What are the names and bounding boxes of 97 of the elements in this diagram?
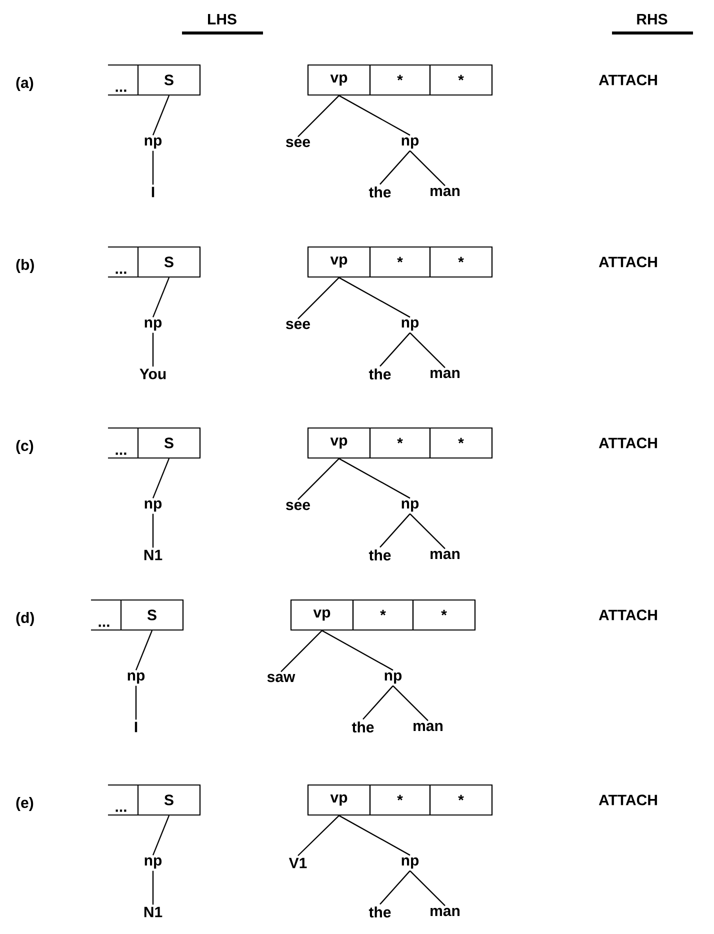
result-label: ATTACH (598, 610, 657, 620)
row-label: (e) (16, 797, 34, 811)
tree-branch (410, 332, 446, 368)
open-stack-cell: ... (108, 64, 138, 96)
tree-label: np (128, 672, 145, 684)
stack-cell: vp (307, 427, 371, 459)
tree-label: I (152, 186, 154, 198)
tree-label: np (402, 500, 419, 512)
tree-label: man (430, 908, 460, 916)
row-label: (d) (16, 612, 34, 626)
tree-branch (338, 277, 410, 318)
stack-cell: * (429, 246, 493, 278)
tree-branch (410, 870, 446, 906)
tree-label: np (384, 672, 402, 684)
tree-label: np (144, 500, 162, 512)
open-stack-cell: ... (108, 427, 138, 459)
tree-branch (298, 815, 340, 856)
tree-branch (362, 685, 394, 720)
tree-branch (380, 332, 410, 367)
tree-label: man (414, 722, 442, 732)
result-label: ATTACH (598, 74, 657, 86)
tree-branch (392, 685, 428, 722)
column-heading: RHS (637, 14, 668, 24)
result-label: ATTACH (598, 794, 657, 806)
stack-cell: S (137, 427, 201, 459)
tree-label: the (368, 368, 391, 380)
tree-branch (152, 870, 154, 905)
tree-branch (152, 458, 170, 498)
stack-cell: * (352, 599, 414, 631)
tree-branch (380, 870, 410, 905)
open-stack-cell: ... (108, 784, 138, 816)
tree-branch (298, 95, 340, 138)
tree-label: the (368, 549, 391, 560)
stack-cell: S (137, 64, 201, 96)
tree-label: the (368, 906, 391, 918)
tree-branch (338, 815, 410, 856)
stack-cell: * (369, 784, 431, 816)
tree-branch (322, 630, 394, 671)
tree-label: man (430, 370, 460, 378)
tree-label: np (402, 319, 419, 331)
tree-label: the (352, 721, 374, 732)
tree-branch (410, 150, 446, 186)
tree-branch (152, 514, 154, 548)
tree-branch (410, 513, 446, 550)
result-label: ATTACH (598, 256, 657, 268)
stack-cell: * (369, 64, 431, 96)
tree-branch (298, 458, 340, 500)
stack-cell: * (369, 427, 431, 459)
stack-cell: vp (307, 64, 371, 96)
row-label: (c) (16, 440, 34, 454)
open-stack-cell: ... (108, 246, 138, 278)
column-heading: LHS (208, 14, 236, 24)
stack-cell: vp (307, 784, 371, 816)
tree-label: np (144, 857, 162, 869)
tree-label: np (402, 857, 419, 869)
tree-label: V1 (288, 858, 307, 868)
tree-label: see (286, 320, 310, 330)
tree-branch (380, 513, 410, 548)
stack-cell: vp (307, 246, 371, 278)
tree-branch (338, 458, 410, 499)
tree-branch (152, 95, 170, 136)
tree-label: np (402, 137, 419, 149)
stack-cell: * (429, 427, 493, 459)
tree-branch (152, 150, 154, 185)
tree-label: see (286, 138, 310, 148)
tree-label: saw (267, 674, 296, 682)
row-label: (b) (16, 259, 34, 273)
tree-branch (380, 150, 410, 185)
tree-branch (338, 95, 410, 136)
stack-cell: S (137, 246, 201, 278)
tree-label: N1 (144, 550, 162, 560)
stack-cell: S (120, 599, 184, 631)
tree-label: np (144, 319, 162, 331)
result-label: ATTACH (598, 438, 657, 448)
open-stack-cell: ... (91, 599, 121, 631)
tree-label: the (368, 186, 391, 198)
tree-branch (152, 332, 154, 367)
stack-cell: * (412, 599, 476, 631)
stack-cell: * (429, 64, 493, 96)
stack-cell: * (429, 784, 493, 816)
tree-label: man (430, 550, 460, 560)
tree-label: N1 (144, 906, 162, 918)
tree-label: I (134, 722, 138, 732)
tree-label: man (430, 188, 460, 196)
row-label: (a) (16, 77, 34, 91)
stack-cell: vp (290, 599, 354, 631)
tree-branch (135, 686, 137, 720)
tree-branch (152, 277, 170, 318)
tree-branch (280, 630, 322, 672)
stack-cell: S (137, 784, 201, 816)
tree-branch (152, 815, 170, 856)
tree-label: You (140, 368, 166, 380)
tree-label: np (144, 137, 162, 149)
tree-label: see (286, 502, 310, 510)
tree-branch (298, 277, 340, 320)
tree-branch (135, 630, 153, 670)
stack-cell: * (369, 246, 431, 278)
